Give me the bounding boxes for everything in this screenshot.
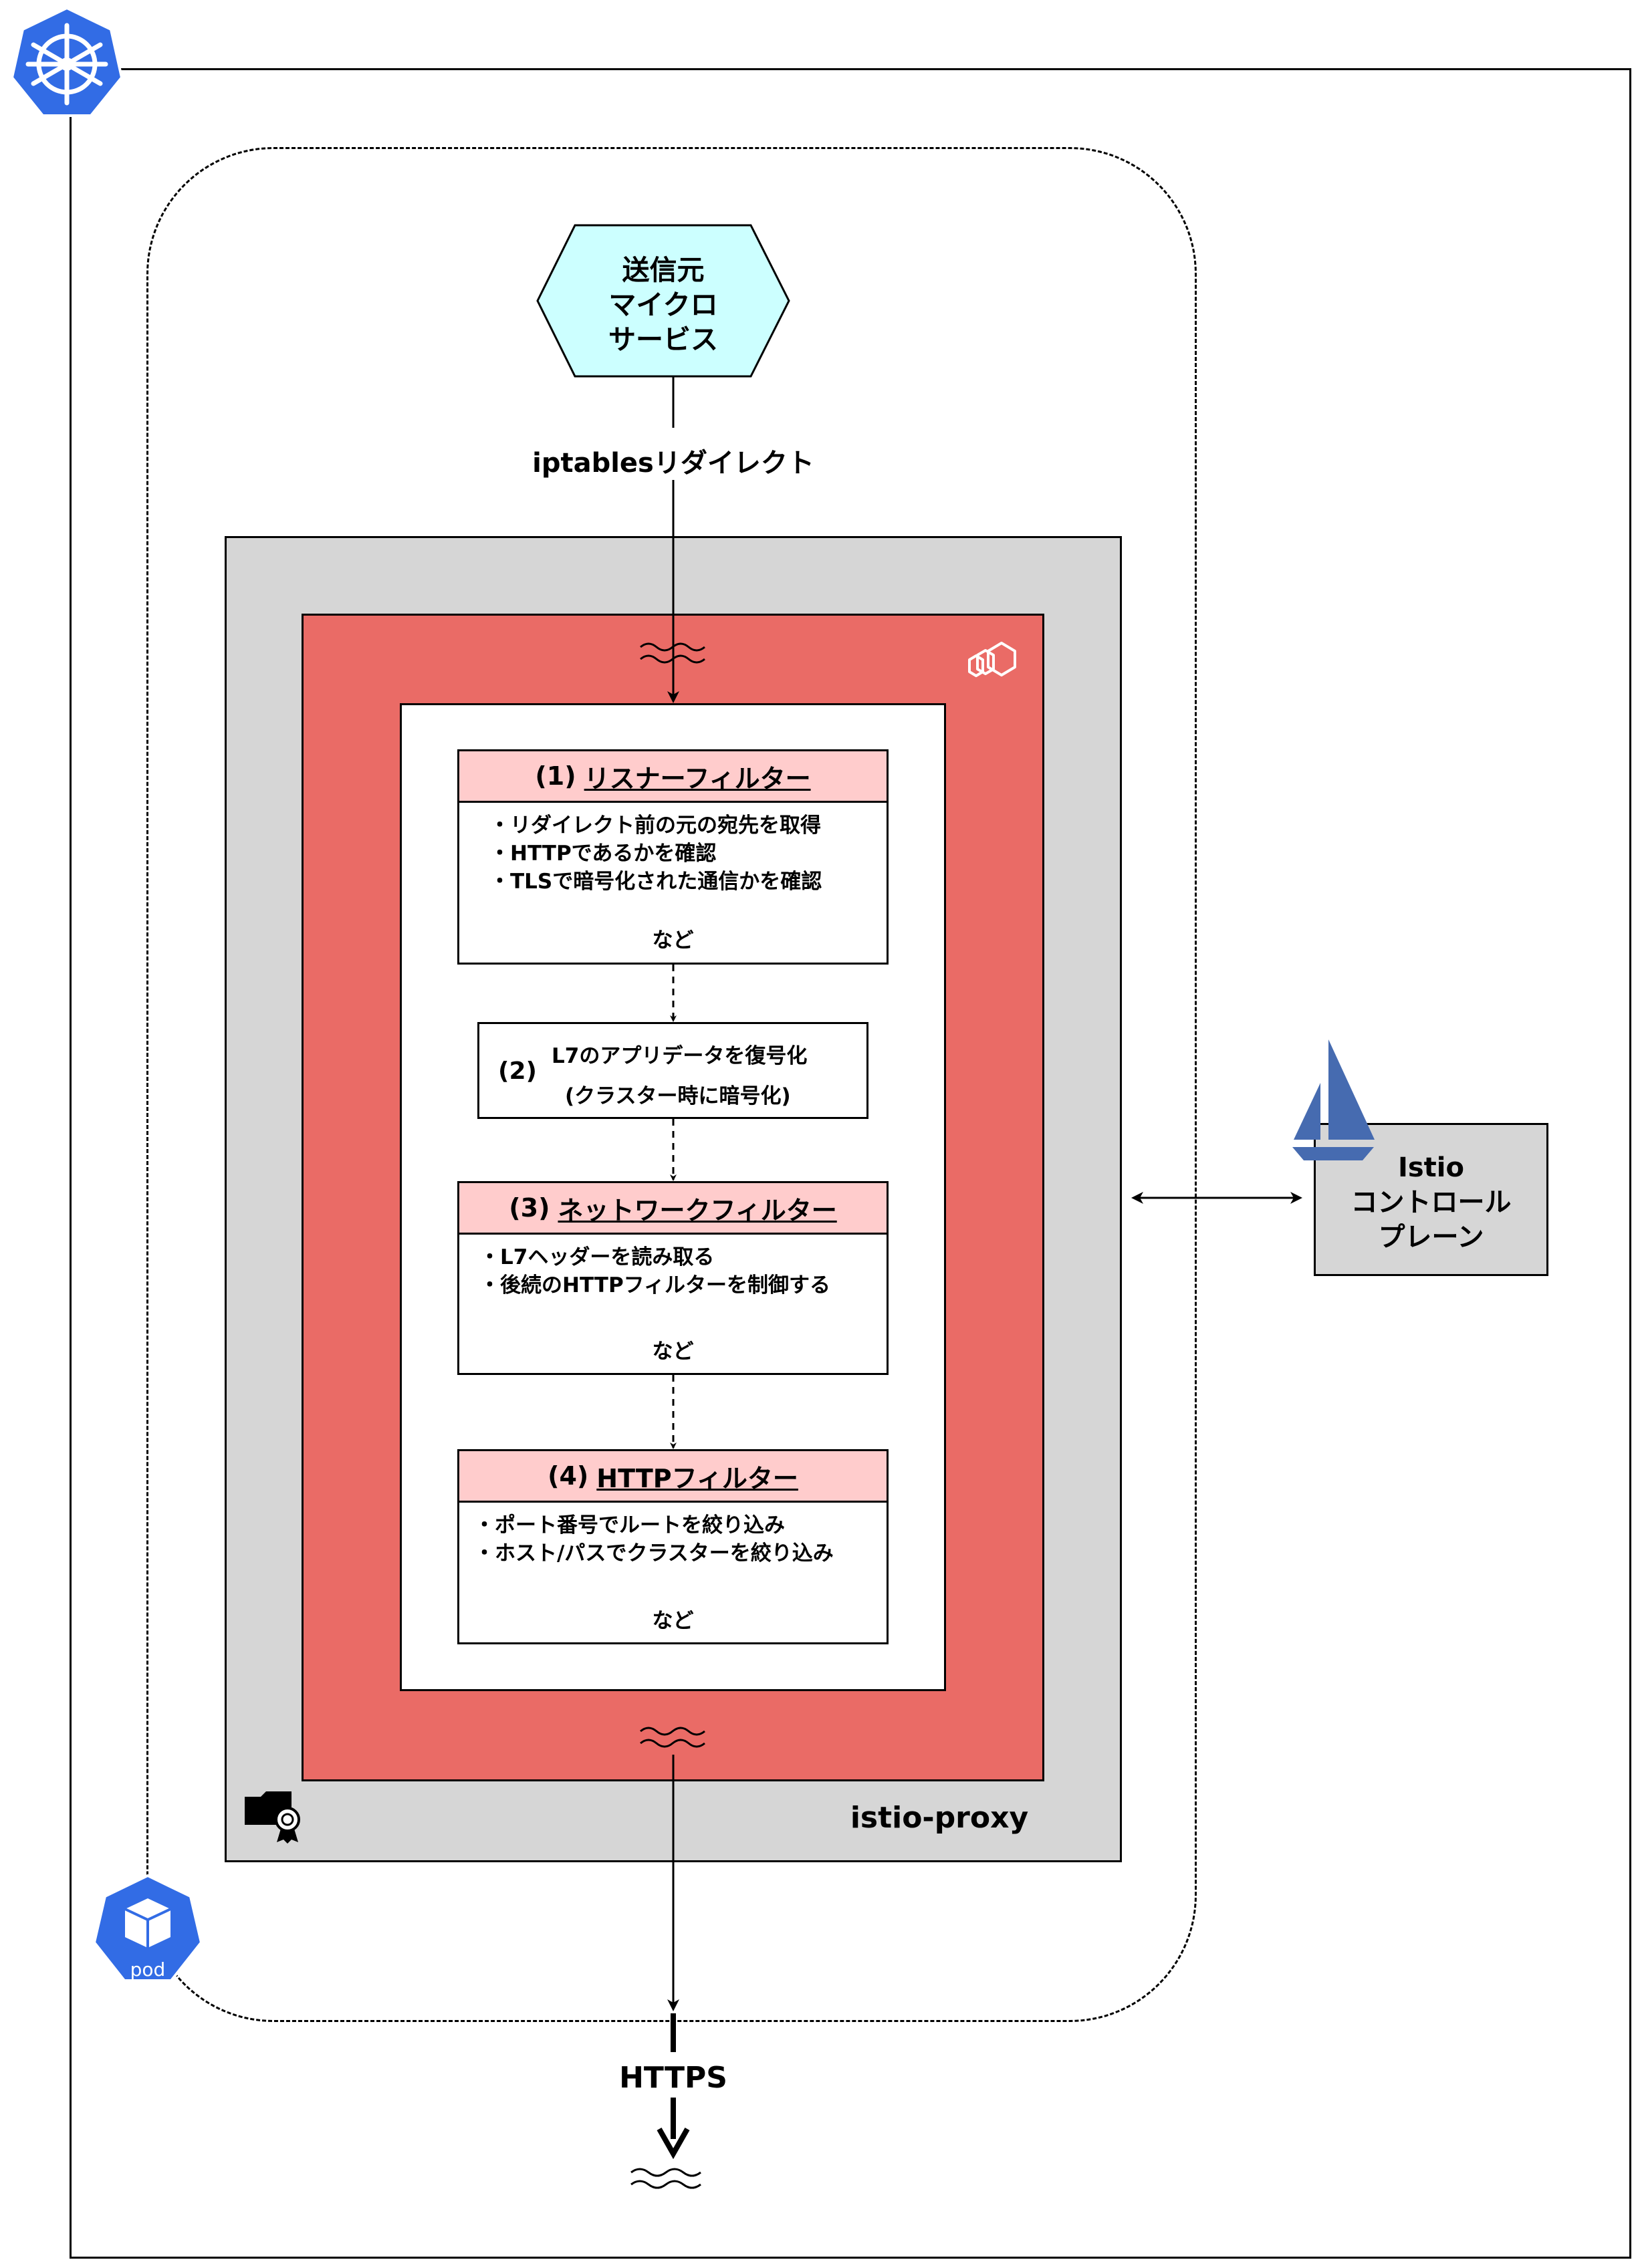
istio-sail-icon <box>1292 1039 1375 1160</box>
filter-number: (4) <box>548 1461 589 1491</box>
filter-title: リスナーフィルター <box>584 763 811 793</box>
listener-filter-header: (1) リスナーフィルター <box>459 751 887 803</box>
kubernetes-icon <box>10 6 124 117</box>
filter-note: など <box>652 1340 694 1364</box>
filter-title: HTTPフィルター <box>596 1463 798 1493</box>
control-plane-line-3: プレーン <box>1378 1222 1484 1253</box>
decrypt-number: (2) <box>498 1057 537 1085</box>
list-item: ・後続のHTTPフィルターを制御する <box>479 1273 831 1297</box>
filter-number: (3) <box>509 1193 550 1223</box>
http-filter-header: (4) HTTPフィルター <box>459 1451 887 1503</box>
list-item: ・TLSで暗号化された通信かを確認 <box>489 870 822 894</box>
network-filter-list: ・L7ヘッダーを読み取る ・後続のHTTPフィルターを制御する <box>459 1243 887 1299</box>
list-item: ・L7ヘッダーを読み取る <box>479 1245 715 1269</box>
network-filter-box: (3) ネットワークフィルター ・L7ヘッダーを読み取る ・後続のHTTPフィル… <box>457 1181 889 1375</box>
list-item: ・HTTPであるかを確認 <box>489 842 717 866</box>
istio-proxy-label: istio-proxy <box>850 1801 1029 1835</box>
certificate-icon <box>245 1791 300 1844</box>
http-filter-box: (4) HTTPフィルター ・ポート番号でルートを絞り込み ・ホスト/パスでクラ… <box>457 1449 889 1644</box>
https-label: HTTPS <box>619 2061 727 2095</box>
filter-title: ネットワークフィルター <box>558 1195 837 1225</box>
list-item: ・リダイレクト前の元の宛先を取得 <box>489 813 821 838</box>
pod-icon-label: pod <box>130 1959 166 1981</box>
listener-filter-box: (1) リスナーフィルター ・リダイレクト前の元の宛先を取得 ・HTTPであるか… <box>457 749 889 965</box>
filter-note: など <box>652 1609 694 1633</box>
list-item: ・ポート番号でルートを絞り込み <box>474 1513 785 1537</box>
control-plane-line-1: Istio <box>1397 1152 1464 1183</box>
pod-icon <box>92 1874 203 1982</box>
decrypt-line-1: L7のアプリデータを復号化 <box>552 1044 808 1068</box>
source-microservice-shape <box>536 224 790 378</box>
list-item: ・ホスト/パスでクラスターを絞り込み <box>474 1541 834 1565</box>
source-line-2: マイクロ <box>608 289 718 321</box>
source-line-1: 送信元 <box>622 254 705 286</box>
http-filter-list: ・ポート番号でルートを絞り込み ・ホスト/パスでクラスターを絞り込み <box>459 1511 887 1567</box>
kubernetes-cluster <box>70 68 1631 2259</box>
envoy-icon <box>968 642 1016 677</box>
network-filter-header: (3) ネットワークフィルター <box>459 1183 887 1235</box>
filter-note: など <box>652 928 694 953</box>
wave-icon <box>630 2168 701 2189</box>
decrypt-box: (2) L7のアプリデータを復号化 (クラスター時に暗号化) <box>477 1022 868 1119</box>
redirect-label: iptablesリダイレクト <box>532 448 814 479</box>
control-plane-line-2: コントロール <box>1351 1187 1512 1218</box>
source-microservice-label: 送信元 マイクロ サービス <box>538 253 789 357</box>
source-line-3: サービス <box>608 324 718 356</box>
https-arrowhead <box>657 2128 690 2160</box>
wave-icon <box>640 642 705 664</box>
listener-filter-list: ・リダイレクト前の元の宛先を取得 ・HTTPであるかを確認 ・TLSで暗号化され… <box>459 811 887 896</box>
wave-icon <box>640 1727 705 1748</box>
decrypt-line-2: (クラスター時に暗号化) <box>565 1084 791 1108</box>
filter-number: (1) <box>535 761 576 791</box>
